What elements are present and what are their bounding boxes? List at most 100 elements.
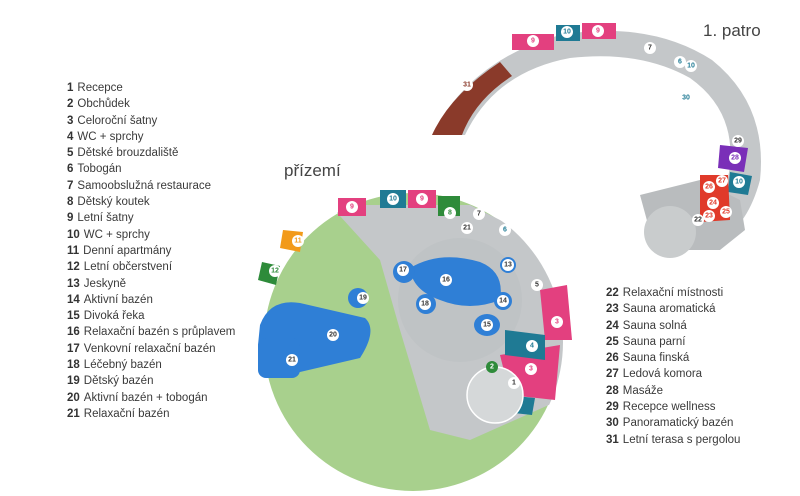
svg-text:18: 18 [421,301,429,308]
svg-text:30: 30 [682,95,690,102]
zone-teal-4 [505,330,545,360]
legend-label: Dětský koutek [77,196,150,209]
svg-text:7: 7 [477,211,481,218]
legend-label: Jeskyně [83,277,126,290]
marker-f30: 30 [680,92,692,104]
legend-number: 1 [67,82,74,94]
marker-6: 6 [499,224,511,236]
marker-18: 18 [419,298,431,310]
marker-12: 12 [269,265,281,277]
legend-number: 4 [67,130,74,143]
legend-label: Sauna finská [622,352,690,365]
svg-text:13: 13 [504,262,512,269]
legend-number: 5 [67,147,74,160]
marker-f6: 6 [674,56,686,68]
zone-pink-3-top [540,285,572,340]
marker-f24: 24 [707,197,719,209]
legend-label: Sauna aromatická [622,303,716,316]
reception-area [466,366,524,424]
legend-label: Aktivní bazén [83,293,153,306]
legend-number: 12 [67,261,80,274]
svg-text:27: 27 [718,178,726,185]
marker-f26: 26 [703,181,715,193]
svg-text:7: 7 [648,45,652,52]
svg-text:26: 26 [705,184,713,191]
legend-label: Sauna solná [622,319,687,332]
marker-f7: 7 [644,42,656,54]
svg-text:6: 6 [678,59,682,66]
marker-17: 17 [397,264,409,276]
svg-text:16: 16 [442,277,450,284]
marker-8: 8 [444,207,456,219]
svg-text:25: 25 [722,209,730,216]
marker-13: 13 [502,259,514,271]
svg-text:11: 11 [294,238,302,245]
legend-number: 30 [606,417,619,430]
legend-number: 27 [606,368,619,381]
legend-number: 14 [67,293,80,306]
legend-label: Tobogán [77,163,122,176]
marker-f27: 27 [716,175,728,187]
legend-label: Samoobslužná restaurace [77,179,212,192]
svg-text:10: 10 [563,29,571,36]
panoramic-pool-base [644,206,696,258]
marker-19: 19 [357,292,369,304]
legend-label: Léčebný bazén [83,359,162,372]
marker-3b: 3 [525,363,537,375]
marker-21a: 21 [286,354,298,366]
marker-16: 16 [440,274,452,286]
marker-5: 5 [531,279,543,291]
legend-label: Venkovní relaxační bazén [83,342,216,355]
svg-text:15: 15 [483,322,491,329]
svg-text:9: 9 [350,204,354,211]
marker-1: 1 [508,377,520,389]
svg-text:22: 22 [694,217,702,224]
legend-number: 20 [67,391,80,404]
marker-f10c: 10 [733,176,745,188]
svg-text:29: 29 [734,138,742,145]
svg-text:28: 28 [731,155,739,162]
legend-number: 10 [67,228,80,241]
svg-text:21: 21 [288,357,296,364]
legend-label: Dětské brouzdaliště [77,147,179,160]
legend-number: 3 [67,114,74,127]
svg-text:5: 5 [535,282,539,289]
svg-text:9: 9 [420,196,424,203]
legend-label: Letní šatny [77,212,134,225]
legend-label: Aktivní bazén + tobogán [83,391,208,404]
marker-f9a: 9 [527,35,539,47]
legend-number: 9 [67,212,74,225]
ground-markers: 1 2 3 3 4 5 6 7 8 9 9 10 11 12 13 14 15 … [269,193,563,389]
svg-text:23: 23 [705,213,713,220]
svg-text:9: 9 [596,28,600,35]
legend-number: 8 [67,196,74,209]
svg-text:19: 19 [359,295,367,302]
marker-15: 15 [481,319,493,331]
legend-label: WC + sprchy [77,130,144,143]
legend-number: 25 [606,335,619,348]
